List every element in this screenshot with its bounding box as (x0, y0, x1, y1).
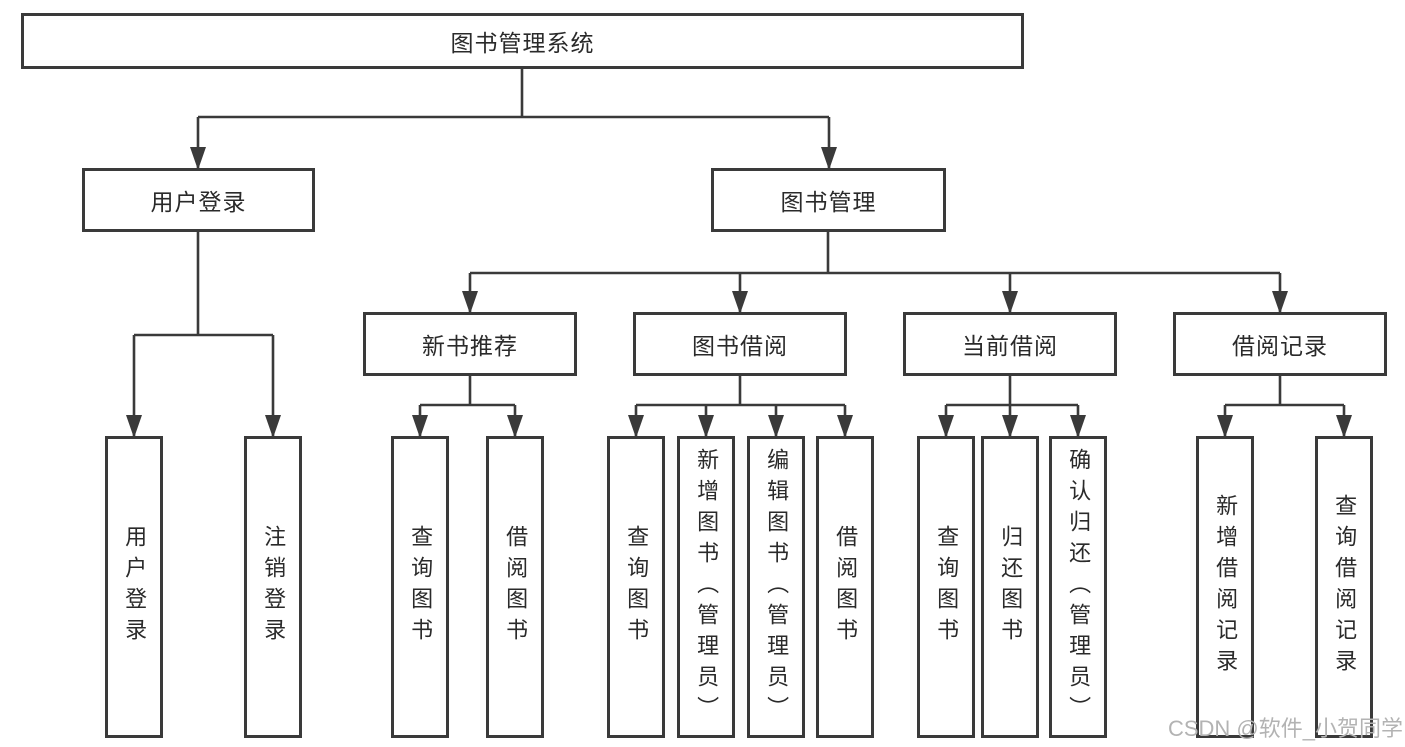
leaf-confirm-return-admin: 确认归还（管理员） (1049, 436, 1107, 738)
node-current-borrow: 当前借阅 (903, 312, 1117, 376)
leaf-label: 查询图书 (408, 525, 434, 649)
node-library-management-system: 图书管理系统 (21, 13, 1024, 69)
node-book-management: 图书管理 (711, 168, 946, 232)
leaf-borrow-books-1: 借阅图书 (486, 436, 544, 738)
leaf-user-login: 用户登录 (105, 436, 163, 738)
node-book-borrow: 图书借阅 (633, 312, 847, 376)
leaf-logout: 注销登录 (244, 436, 302, 738)
node-user-login: 用户登录 (82, 168, 315, 232)
leaf-label: 归还图书 (998, 525, 1024, 649)
csdn-watermark: CSDN @软件_小贺同学 (1167, 716, 1403, 741)
leaf-label: 确认归还（管理员） (1066, 447, 1092, 727)
leaf-borrow-books-2: 借阅图书 (816, 436, 874, 738)
leaf-label: 查询图书 (624, 525, 650, 649)
leaf-label: 借阅图书 (833, 525, 859, 649)
leaf-query-books-1: 查询图书 (391, 436, 449, 738)
leaf-label: 查询图书 (934, 525, 960, 649)
leaf-add-book-admin: 新增图书（管理员） (677, 436, 735, 738)
leaf-add-borrow-record: 新增借阅记录 (1196, 436, 1254, 738)
node-new-book-recommend: 新书推荐 (363, 312, 577, 376)
leaf-query-books-3: 查询图书 (917, 436, 975, 738)
leaf-label: 借阅图书 (503, 525, 529, 649)
leaf-label: 新增借阅记录 (1213, 494, 1239, 680)
leaf-edit-book-admin: 编辑图书（管理员） (747, 436, 805, 738)
leaf-label: 新增图书（管理员） (694, 447, 720, 727)
leaf-return-book: 归还图书 (981, 436, 1039, 738)
leaf-query-books-2: 查询图书 (607, 436, 665, 738)
tree-edges (132, 69, 1346, 436)
leaf-query-borrow-record: 查询借阅记录 (1315, 436, 1373, 738)
leaf-label: 编辑图书（管理员） (764, 447, 790, 727)
leaf-label: 用户登录 (122, 525, 148, 649)
node-borrow-records: 借阅记录 (1173, 312, 1387, 376)
leaf-label: 注销登录 (261, 525, 287, 649)
leaf-label: 查询借阅记录 (1332, 494, 1358, 680)
